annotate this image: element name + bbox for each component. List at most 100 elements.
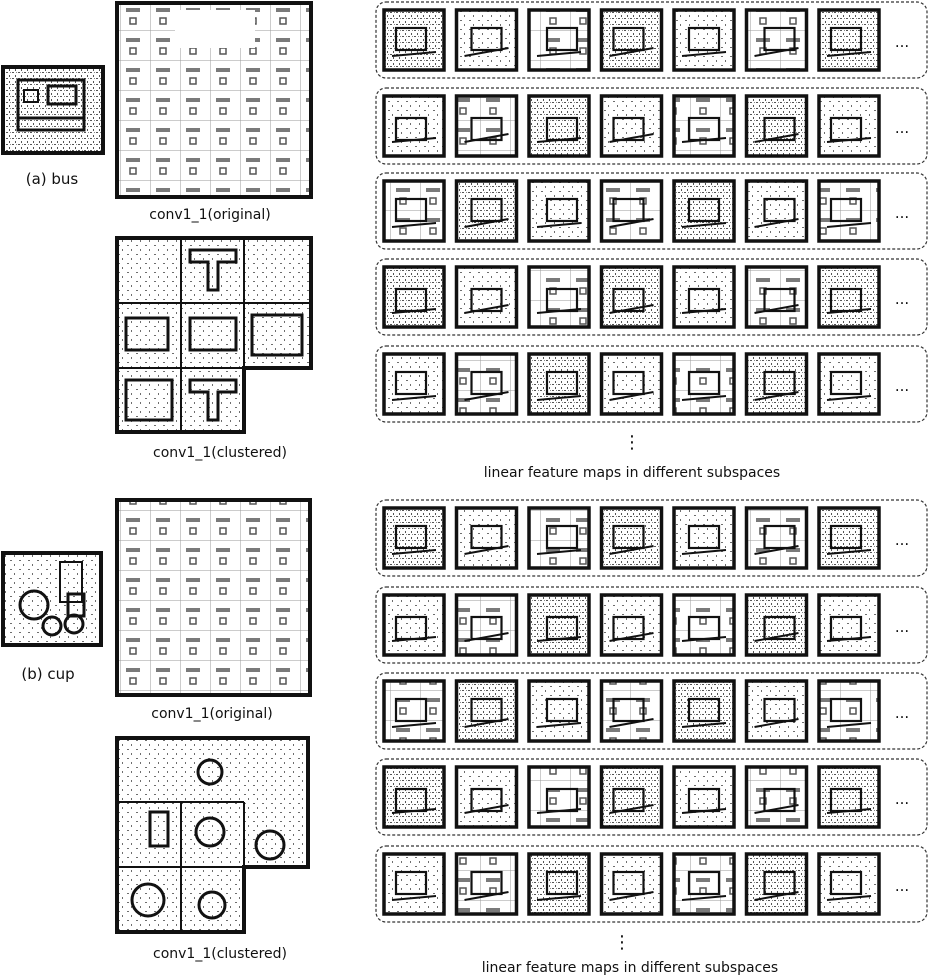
feature-map-thumbnail	[384, 96, 444, 156]
feature-map-thumbnail	[384, 354, 444, 414]
feature-map-thumbnail	[819, 595, 879, 655]
feature-map-thumbnail	[602, 767, 662, 827]
row-continuation: ...	[895, 531, 909, 549]
feature-map-thumbnail	[819, 267, 879, 327]
feature-map-thumbnail	[384, 181, 444, 241]
feature-map-thumbnail	[602, 96, 662, 156]
feature-map-thumbnail	[457, 508, 517, 568]
conv-clustered-map-b	[117, 738, 308, 932]
row-continuation: ...	[895, 204, 909, 222]
feature-map-thumbnail	[747, 508, 807, 568]
conv-original-map-a	[117, 3, 311, 197]
feature-map-thumbnail	[602, 854, 662, 914]
feature-map-thumbnail	[819, 681, 879, 741]
feature-map-thumbnail	[747, 267, 807, 327]
subspace-label-a: linear feature maps in different subspac…	[484, 465, 780, 481]
row-continuation: ...	[895, 790, 909, 808]
feature-map-thumbnail	[674, 10, 734, 70]
feature-map-thumbnail	[674, 267, 734, 327]
column-continuation-a: ⋮	[623, 432, 641, 453]
row-continuation: ...	[895, 33, 909, 51]
feature-map-thumbnail	[674, 767, 734, 827]
feature-map-thumbnail	[819, 767, 879, 827]
feature-map-thumbnail	[384, 267, 444, 327]
conv-clustered-label-b: conv1_1(clustered)	[153, 946, 287, 962]
feature-map-thumbnail	[384, 681, 444, 741]
feature-map-thumbnail	[457, 267, 517, 327]
feature-map-thumbnail	[384, 10, 444, 70]
row-continuation: ...	[895, 704, 909, 722]
feature-map-thumbnail	[602, 267, 662, 327]
feature-map-thumbnail	[529, 767, 589, 827]
feature-map-thumbnail	[457, 10, 517, 70]
row-continuation: ...	[895, 618, 909, 636]
feature-map-thumbnail	[674, 96, 734, 156]
feature-map-thumbnail	[602, 10, 662, 70]
feature-map-row: ...	[376, 259, 927, 335]
feature-map-thumbnail	[529, 354, 589, 414]
feature-map-thumbnail	[602, 354, 662, 414]
caption-b: (b) cup	[21, 665, 74, 683]
feature-map-row: ...	[376, 500, 927, 576]
feature-map-thumbnail	[674, 681, 734, 741]
feature-map-thumbnail	[384, 595, 444, 655]
feature-map-thumbnail	[819, 508, 879, 568]
feature-map-thumbnail	[747, 767, 807, 827]
feature-map-thumbnail	[747, 854, 807, 914]
feature-map-thumbnail	[674, 854, 734, 914]
subspace-label-b: linear feature maps in different subspac…	[482, 960, 778, 976]
feature-map-thumbnail	[602, 508, 662, 568]
feature-map-thumbnail	[457, 681, 517, 741]
feature-map-thumbnail	[747, 10, 807, 70]
feature-map-thumbnail	[529, 508, 589, 568]
feature-map-thumbnail	[529, 854, 589, 914]
feature-map-thumbnail	[457, 354, 517, 414]
feature-map-thumbnail	[819, 854, 879, 914]
feature-map-row: ...	[376, 846, 927, 922]
feature-map-thumbnail	[819, 354, 879, 414]
feature-map-thumbnail	[819, 10, 879, 70]
feature-map-thumbnail	[819, 96, 879, 156]
caption-a: (a) bus	[26, 170, 79, 188]
input-image-cup	[3, 553, 101, 645]
feature-map-thumbnail	[674, 508, 734, 568]
row-continuation: ...	[895, 119, 909, 137]
feature-map-thumbnail	[602, 181, 662, 241]
feature-map-thumbnail	[529, 181, 589, 241]
feature-map-row: ...	[376, 173, 927, 249]
feature-map-thumbnail	[457, 181, 517, 241]
conv-clustered-map-a	[117, 238, 311, 432]
feature-map-thumbnail	[384, 767, 444, 827]
feature-map-row: ...	[376, 759, 927, 835]
feature-map-thumbnail	[674, 354, 734, 414]
feature-map-thumbnail	[529, 681, 589, 741]
feature-map-thumbnail	[457, 854, 517, 914]
panel-b: (b) cup conv1_1(original) conv1_1(cluste…	[3, 500, 927, 976]
input-image-bus	[3, 67, 103, 153]
panel-a: (a) bus conv1_1(original) conv1_1(cluste…	[3, 2, 927, 481]
row-continuation: ...	[895, 290, 909, 308]
feature-map-thumbnail	[674, 181, 734, 241]
feature-map-thumbnail	[529, 267, 589, 327]
subspace-rows-a: ...............	[376, 2, 927, 422]
feature-map-thumbnail	[747, 681, 807, 741]
feature-map-thumbnail	[457, 595, 517, 655]
feature-map-thumbnail	[529, 595, 589, 655]
feature-map-thumbnail	[747, 354, 807, 414]
conv-original-map-b	[117, 500, 310, 695]
feature-map-row: ...	[376, 587, 927, 663]
feature-map-thumbnail	[747, 96, 807, 156]
row-continuation: ...	[895, 877, 909, 895]
feature-map-thumbnail	[529, 10, 589, 70]
conv-clustered-label-a: conv1_1(clustered)	[153, 445, 287, 461]
feature-map-row: ...	[376, 88, 927, 164]
feature-map-thumbnail	[747, 595, 807, 655]
row-continuation: ...	[895, 377, 909, 395]
feature-map-row: ...	[376, 673, 927, 749]
feature-map-thumbnail	[384, 854, 444, 914]
column-continuation-b: ⋮	[613, 932, 631, 953]
feature-map-row: ...	[376, 2, 927, 78]
conv-original-label-b: conv1_1(original)	[151, 706, 273, 722]
subspace-rows-b: ...............	[376, 500, 927, 922]
